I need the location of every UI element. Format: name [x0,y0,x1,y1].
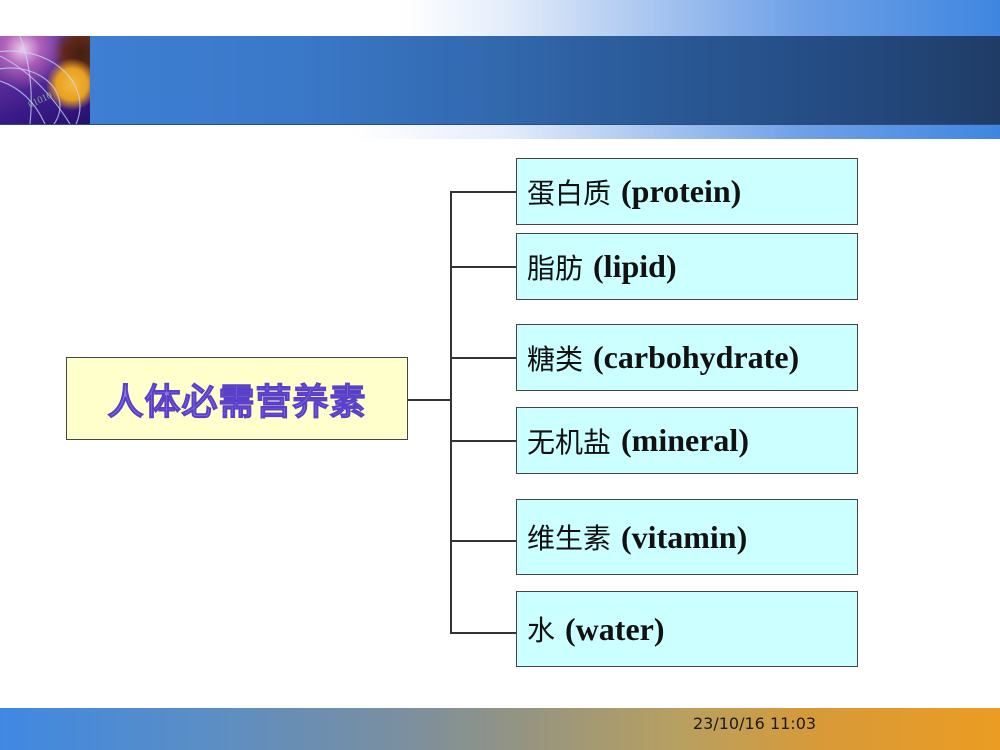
connector-branch-5 [450,540,516,542]
footer-band [0,708,1000,750]
leaf-label-cn: 脂肪 [527,251,584,285]
leaf-label-cn: 蛋白质 [527,176,612,210]
connector-branch-4 [450,440,516,442]
leaf-label-en: (water) [565,610,665,647]
leaf-node-lipid: 脂肪 (lipid) [516,233,858,300]
leaf-node-water: 水 (water) [516,591,858,667]
header-bottom-strip [0,125,1000,139]
leaf-label-en: (mineral) [621,422,749,458]
leaf-label-en: (vitamin) [621,518,748,555]
root-node-essential-nutrients: 人体必需营养素 [66,357,408,440]
leaf-label-cn: 无机盐 [527,425,612,459]
leaf-node-vitamin: 维生素 (vitamin) [516,499,858,575]
footer-date: 23/10/16 11:03 [693,714,817,733]
leaf-label-en: (lipid) [593,248,677,284]
leaf-label-cn: 水 [527,614,556,647]
connector-branch-3 [450,357,516,359]
connector-branch-1 [450,191,516,193]
leaf-label-cn: 糖类 [527,342,584,376]
connector-root-horizontal [408,399,451,401]
leaf-node-mineral: 无机盐 (mineral) [516,407,858,474]
leaf-label-en: (protein) [621,173,742,209]
leaf-node-carbohydrate: 糖类 (carbohydrate) [516,324,858,391]
root-label: 人体必需营养素 [107,381,367,423]
header-band [0,36,1000,125]
connector-vertical-trunk [450,191,452,633]
globe-network-icon: 01010 [0,36,90,124]
leaf-label-en: (carbohydrate) [593,339,800,375]
connector-branch-2 [450,266,516,268]
header-top-strip [0,0,1000,36]
leaf-label-cn: 维生素 [527,522,612,555]
connector-branch-6 [450,632,516,634]
leaf-node-protein: 蛋白质 (protein) [516,158,858,225]
